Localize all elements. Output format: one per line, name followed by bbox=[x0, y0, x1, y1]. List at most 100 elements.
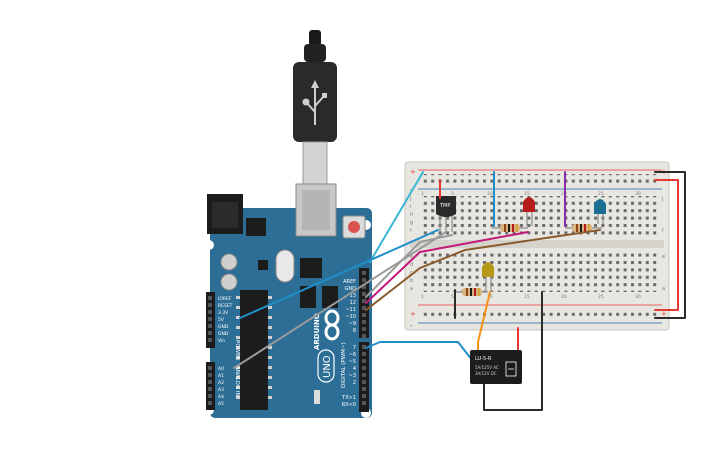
pin-label-3: ~3 bbox=[349, 373, 356, 379]
analog-label: ANALOG IN bbox=[234, 366, 240, 397]
top-rail-holes[interactable] bbox=[420, 174, 660, 185]
resistor-band bbox=[466, 288, 468, 296]
col-number: 30 bbox=[635, 294, 641, 300]
board-led bbox=[314, 390, 320, 404]
col-number: 25 bbox=[598, 191, 604, 197]
wire-blue-5v[interactable] bbox=[239, 229, 439, 319]
pin-label-13: 13 bbox=[350, 293, 356, 299]
wire-brown-11[interactable] bbox=[365, 229, 601, 311]
pin-label-reset: RESET bbox=[218, 303, 233, 309]
row-letter: h bbox=[410, 212, 413, 218]
pin-label-8: 8 bbox=[353, 328, 356, 334]
pin-label-5: ~5 bbox=[349, 359, 356, 365]
relay-body[interactable] bbox=[470, 350, 522, 384]
usb-cable-neck bbox=[304, 44, 326, 62]
usb-cable[interactable] bbox=[293, 30, 337, 185]
pin-label-10: ~10 bbox=[345, 314, 356, 320]
row-letter: b bbox=[410, 278, 413, 284]
crystal-oscillator bbox=[275, 249, 295, 283]
mounting-hole bbox=[204, 240, 214, 250]
pin-label-a0: A0 bbox=[218, 366, 224, 372]
smd-component bbox=[258, 260, 268, 270]
top-terminal-holes[interactable] bbox=[420, 196, 660, 236]
wire-magenta-12[interactable] bbox=[365, 231, 529, 304]
uno-text: UNO bbox=[322, 355, 333, 378]
led-blue[interactable] bbox=[594, 199, 606, 224]
led-red[interactable] bbox=[523, 197, 535, 226]
voltage-regulator bbox=[246, 218, 266, 236]
wire-red-rail-jumper[interactable] bbox=[654, 179, 679, 311]
pin-label-vin: Vin bbox=[218, 338, 225, 344]
wire-gray-13[interactable] bbox=[365, 234, 453, 298]
pin-label-a3: A3 bbox=[218, 387, 224, 393]
pin-label-3v3: 3.3V bbox=[218, 310, 229, 316]
sensor-body[interactable] bbox=[436, 196, 456, 217]
wire-cyan-gnd[interactable] bbox=[369, 171, 424, 263]
wire-blue-relay-signal[interactable] bbox=[365, 341, 473, 361]
analog-header bbox=[206, 362, 215, 410]
col-number: 25 bbox=[598, 294, 604, 300]
digital-header-holes bbox=[362, 271, 366, 405]
pin-label-0: RX<0 bbox=[342, 402, 356, 408]
reset-button-cap[interactable] bbox=[348, 221, 360, 233]
sensor-label: TMP bbox=[439, 203, 450, 209]
wire-gray-a0[interactable] bbox=[233, 231, 447, 369]
resistor-band bbox=[576, 224, 578, 232]
pin-label-12: 12 bbox=[350, 300, 356, 306]
row-letter: i bbox=[410, 204, 411, 210]
temperature-sensor[interactable]: TMP bbox=[436, 196, 456, 232]
wire-black-relay-loop[interactable] bbox=[483, 317, 543, 411]
col-number: 15 bbox=[524, 191, 530, 197]
resistor-band bbox=[470, 288, 472, 296]
pin-label-a5: A5 bbox=[218, 401, 224, 407]
resistor-band bbox=[478, 288, 480, 296]
col-number: 1 bbox=[421, 294, 424, 300]
resistor-2[interactable] bbox=[565, 224, 602, 232]
resistor-band bbox=[588, 224, 590, 232]
pin-label-ioref: IOREF bbox=[218, 296, 232, 302]
capacitor bbox=[220, 273, 238, 291]
row-letter: f bbox=[662, 228, 664, 234]
row-letter: g bbox=[410, 220, 413, 226]
led-yellow-dome[interactable] bbox=[482, 262, 494, 277]
breadboard[interactable]: + + + + - - j i h g f e d c b a j f e a … bbox=[404, 161, 670, 331]
atmega-chip-pins bbox=[236, 296, 272, 399]
resistor-band bbox=[474, 288, 476, 296]
resistor-band bbox=[512, 224, 514, 232]
row-letter: a bbox=[410, 286, 413, 292]
resistor-1[interactable] bbox=[492, 224, 528, 232]
rail-plus-symbol: + bbox=[410, 168, 416, 176]
row-letter: e bbox=[662, 254, 665, 260]
col-number: 1 bbox=[421, 191, 424, 197]
led-yellow[interactable] bbox=[482, 262, 494, 292]
usb-plug-metal bbox=[302, 141, 328, 185]
capacitor bbox=[220, 253, 238, 271]
bottom-terminal-holes[interactable] bbox=[420, 252, 660, 292]
row-letter: j bbox=[661, 196, 663, 202]
led-blue-dome[interactable] bbox=[594, 199, 606, 214]
pin-label-gnd-1: GND bbox=[218, 324, 229, 330]
arduino-board[interactable]: ARDUINO UNO AREF GND 13 12 ~11 ~10 ~9 8 … bbox=[204, 183, 372, 418]
usb-cable-strain-relief bbox=[309, 30, 321, 46]
resistor-3[interactable] bbox=[456, 288, 488, 296]
col-number: 20 bbox=[561, 191, 567, 197]
power-header-holes bbox=[208, 296, 212, 405]
col-number: 15 bbox=[524, 294, 530, 300]
pin-label-a4: A4 bbox=[218, 394, 224, 400]
wire-black-rail-jumper[interactable] bbox=[654, 171, 686, 319]
usb-port-inner bbox=[302, 190, 330, 230]
pin-label-11: ~11 bbox=[345, 307, 356, 313]
resistor-band bbox=[504, 224, 506, 232]
relay-symbol-icon bbox=[505, 361, 517, 377]
bottom-rail-holes[interactable] bbox=[420, 309, 660, 320]
led-red-dome[interactable] bbox=[523, 197, 535, 212]
pin-label-aref: AREF bbox=[343, 279, 356, 285]
relay-rating-dc: 3A/12V DC bbox=[475, 371, 497, 376]
col-number: 30 bbox=[635, 191, 641, 197]
usb-chip bbox=[300, 258, 322, 278]
relay[interactable]: LU-5-R 5A/125V AC 3A/12V DC bbox=[470, 350, 522, 384]
usb-icon bbox=[302, 80, 327, 125]
col-number: 5 bbox=[451, 294, 454, 300]
